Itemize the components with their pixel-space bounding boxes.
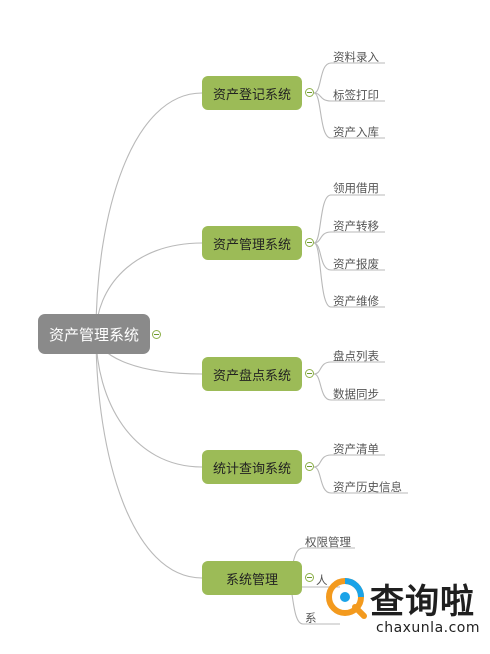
branch-collapse-icon[interactable]	[305, 238, 314, 247]
branch-to-leaf-connector	[313, 231, 385, 244]
root-collapse-icon[interactable]	[152, 330, 161, 339]
branch-to-leaf-connector	[313, 373, 385, 401]
leaf-repair[interactable]: 资产维修	[333, 294, 379, 308]
leaf-asset-list[interactable]: 资产清单	[333, 442, 379, 456]
leaf-transfer[interactable]: 资产转移	[333, 219, 379, 233]
branch-node-registration[interactable]: 资产登记系统	[202, 76, 302, 110]
leaf-data-sync[interactable]: 数据同步	[333, 387, 379, 401]
leaf-asset-history[interactable]: 资产历史信息	[333, 480, 402, 494]
branch-collapse-icon[interactable]	[305, 573, 314, 582]
leaf-partial-1[interactable]: 人	[316, 573, 328, 587]
branch-collapse-icon[interactable]	[305, 462, 314, 471]
branch-to-leaf-connector	[313, 466, 408, 494]
branch-to-leaf-connector	[313, 194, 385, 244]
branch-label: 资产管理系统	[212, 237, 291, 253]
branch-collapse-icon[interactable]	[305, 88, 314, 97]
root-node-label: 资产管理系统	[48, 325, 139, 344]
branch-label: 资产盘点系统	[212, 368, 291, 384]
branch-label: 系统管理	[225, 572, 278, 588]
branch-node-statistics[interactable]: 统计查询系统	[202, 450, 302, 484]
root-to-branch-connector	[95, 333, 203, 579]
leaf-borrow[interactable]: 领用借用	[333, 181, 379, 195]
leaf-asset-intake[interactable]: 资产入库	[333, 125, 379, 139]
leaf-label-print[interactable]: 标签打印	[333, 88, 379, 102]
leaf-partial-2[interactable]: 系	[305, 611, 317, 625]
branch-to-leaf-connector	[313, 92, 385, 102]
leaf-count-list[interactable]: 盘点列表	[333, 349, 379, 363]
branch-node-management[interactable]: 资产管理系统	[202, 226, 302, 260]
leaf-permission[interactable]: 权限管理	[305, 535, 351, 549]
leaf-scrap[interactable]: 资产报废	[333, 257, 379, 271]
branch-to-leaf-connector	[313, 361, 385, 375]
branch-to-leaf-connector	[313, 92, 385, 139]
branch-label: 资产登记系统	[212, 87, 291, 103]
root-node[interactable]: 资产管理系统	[38, 314, 150, 354]
branch-node-system[interactable]: 系统管理	[202, 561, 302, 595]
branch-collapse-icon[interactable]	[305, 369, 314, 378]
branch-to-leaf-connector	[313, 62, 385, 94]
branch-label: 统计查询系统	[212, 461, 291, 477]
watermark-cn: 查询啦	[370, 582, 475, 622]
branch-to-leaf-connector	[313, 454, 385, 468]
watermark-en: chaxunla.com	[376, 620, 480, 636]
leaf-data-entry[interactable]: 资料录入	[333, 50, 379, 64]
watermark-logo: 查询啦 chaxunla.com	[320, 570, 490, 650]
magnifier-logo-icon	[326, 578, 367, 619]
branch-node-inventory[interactable]: 资产盘点系统	[202, 357, 302, 391]
branch-to-leaf-connector	[313, 242, 385, 308]
root-to-branch-connector	[95, 92, 203, 335]
root-to-branch-connector	[95, 333, 203, 468]
